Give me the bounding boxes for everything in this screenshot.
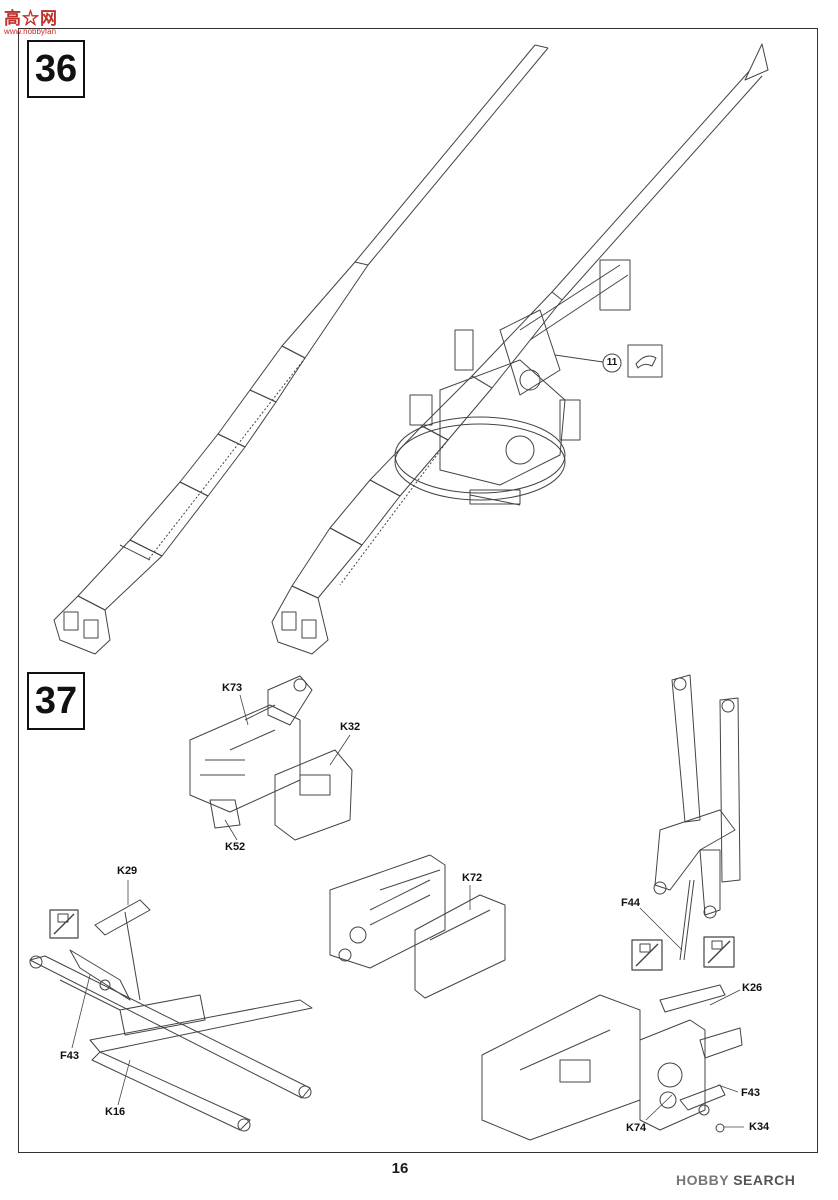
part-k16-trail — [29, 899, 313, 1132]
label-k72: K72 — [462, 872, 483, 884]
label-k16: K16 — [105, 1106, 126, 1118]
watermark-url: www.hobbyfan — [4, 27, 57, 36]
label-k29: K29 — [117, 865, 138, 877]
label-k32: K32 — [340, 721, 361, 733]
step-36-number: 36 — [27, 40, 85, 98]
part-k73-assembly — [189, 675, 353, 841]
leader-lines — [71, 694, 744, 1128]
page-number: 16 — [391, 1160, 409, 1177]
label-k73: K73 — [222, 682, 243, 694]
page-frame — [18, 28, 818, 1153]
label-k74: K74 — [626, 1122, 647, 1134]
barrel-left — [53, 44, 549, 655]
callout-11-label: 11 — [606, 357, 618, 368]
label-k26: K26 — [742, 982, 763, 994]
barrel-right — [271, 43, 769, 655]
watermark-bottom: HOBBY SEARCH — [676, 1172, 795, 1188]
part-k74-box — [481, 984, 743, 1141]
label-f43-right: F43 — [741, 1087, 760, 1099]
watermark-top: 高☆网 www.hobbyfan — [4, 4, 58, 36]
watermark-logo: 高☆网 — [4, 9, 58, 28]
no-glue-icon-right-1 — [631, 939, 663, 971]
watermark-brand: HOBBY — [676, 1172, 729, 1188]
watermark-suffix: SEARCH — [733, 1172, 796, 1188]
callout-11 — [554, 344, 663, 378]
label-k52: K52 — [225, 841, 246, 853]
no-glue-icon-left — [49, 909, 79, 939]
part-right-trail — [653, 674, 741, 961]
label-k34: K34 — [749, 1121, 770, 1133]
no-glue-icon-right-2 — [703, 936, 735, 968]
label-f43-left: F43 — [60, 1050, 79, 1062]
label-f44: F44 — [621, 897, 640, 909]
part-k72-housing — [329, 854, 506, 999]
gun-mount — [394, 259, 631, 506]
step-37-number: 37 — [27, 672, 85, 730]
